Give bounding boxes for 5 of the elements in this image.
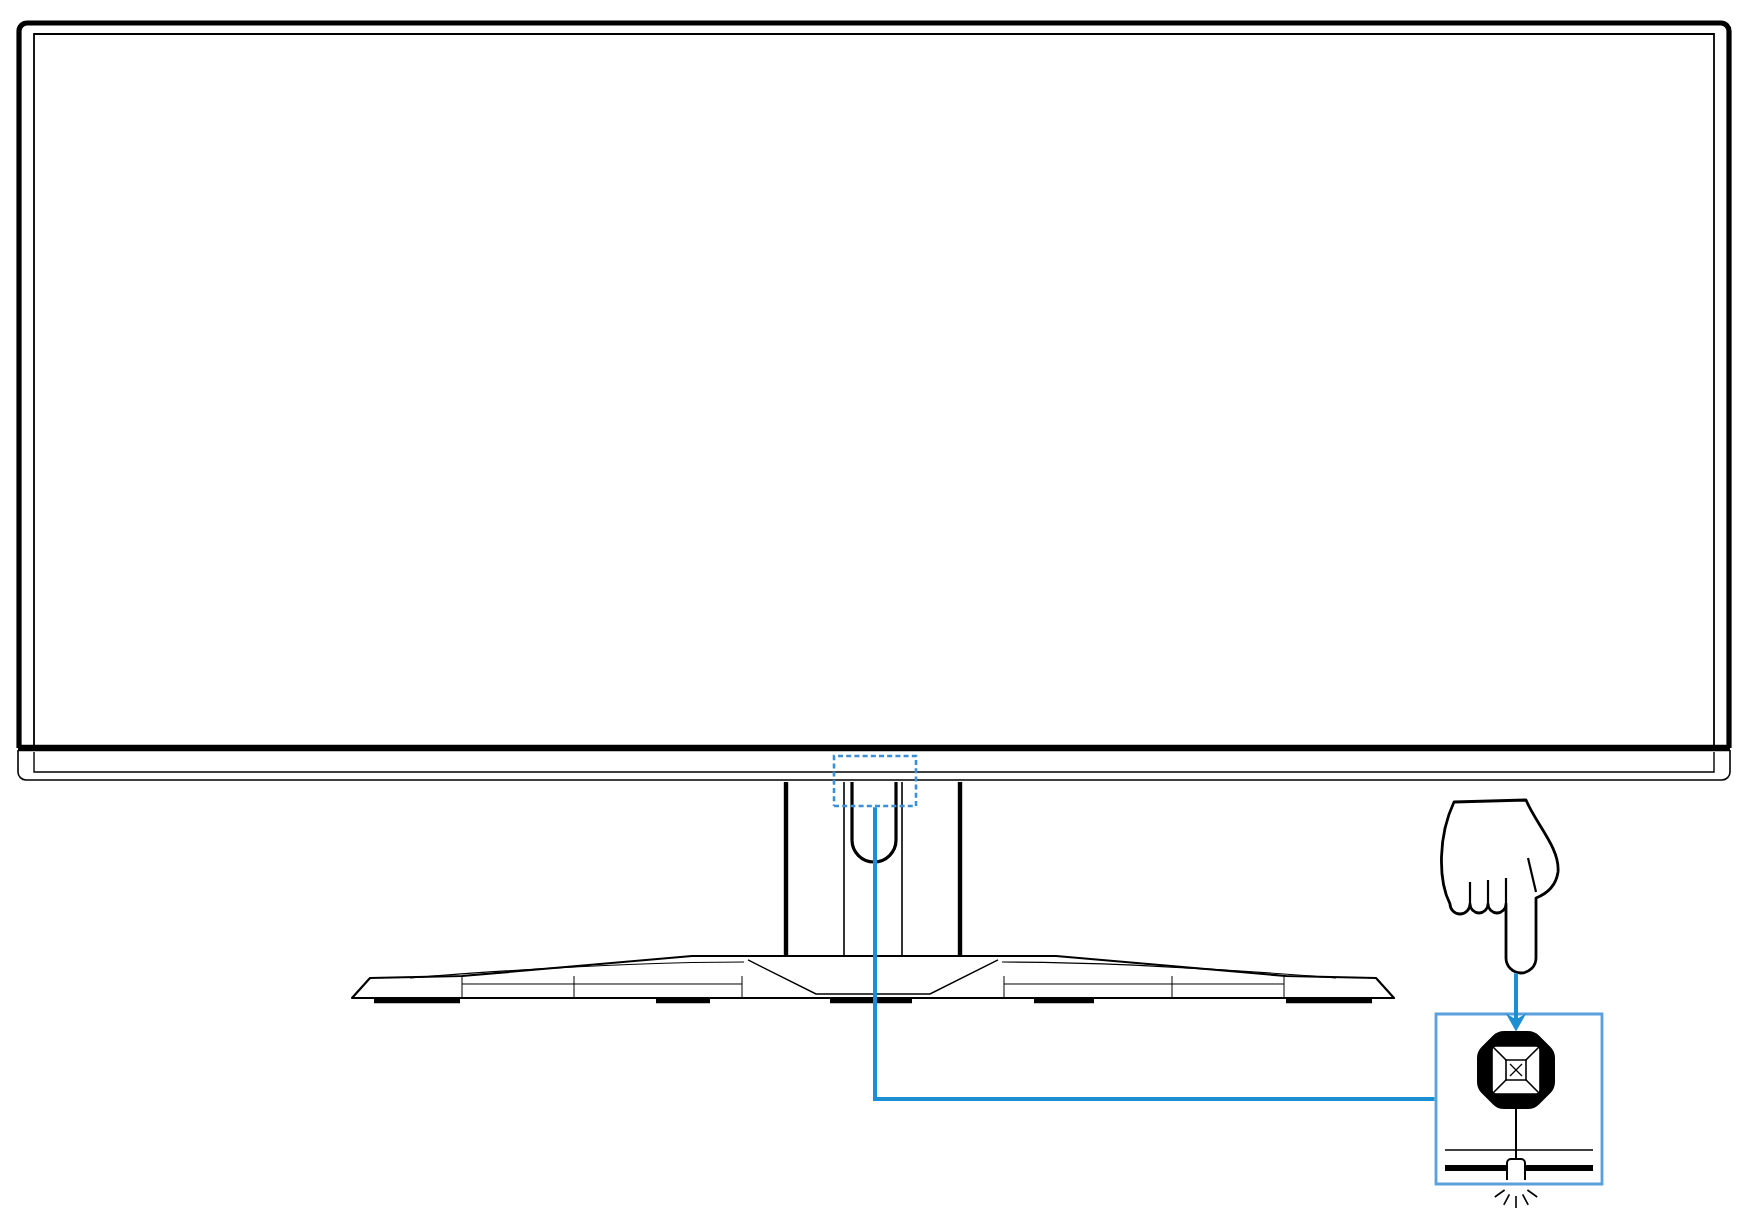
joystick-button: [1477, 1031, 1555, 1159]
highlight-box: [832, 754, 918, 808]
pointing-hand: [1440, 798, 1560, 975]
leader-line: [873, 807, 1435, 1101]
inset-box: [1434, 1012, 1604, 1186]
